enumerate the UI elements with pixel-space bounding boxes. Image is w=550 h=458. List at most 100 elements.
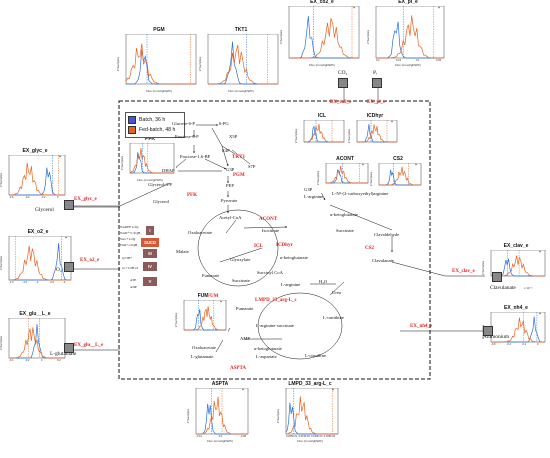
fedbatch-distribution (9, 162, 65, 196)
x-tick-label: -0.1 (218, 435, 223, 438)
histogram-panel-ex-o2-e: EX_o2_e# Samples*-1.0-1.5-2-2.5-3 (0, 229, 73, 290)
plot-frame (288, 6, 360, 59)
significance-star: * (539, 312, 541, 317)
legend-batch: Batch, 36 h (128, 115, 165, 124)
x-tick-label: 0.15 (396, 59, 402, 62)
cof-8: ADP (130, 285, 137, 289)
rxn-ex-clav: EX_clav_e (452, 269, 475, 274)
histogram-panel-cs2: CS2# Samples* (369, 156, 423, 195)
panel-title: EX_co2_e (310, 0, 334, 5)
fedbatch-distribution (376, 15, 444, 59)
metab-ornithine: L-ornithine (323, 315, 344, 320)
metab-aspartate: L-aspartate (256, 354, 277, 359)
histogram-svg (8, 318, 66, 359)
significance-star: * (438, 6, 440, 11)
rxn-ex-glu: EX_glu__L_e (74, 343, 104, 348)
metab-glycerol: Glycerol (153, 199, 170, 204)
ammonium-label: Ammonium (483, 334, 510, 340)
cof-4: Fum+1/2QH₂ (120, 243, 139, 247)
legend-fedbatch-label: Fed-batch, 48 h (139, 126, 176, 133)
batch-distribution (9, 243, 71, 281)
panel-title: PFK (145, 136, 155, 142)
cell-boundary (118, 100, 431, 380)
panel-xlabel: Flux (mmol/gDW/h) (146, 89, 172, 93)
rxn-pgm: PGM (233, 173, 245, 178)
plot-frame (8, 155, 66, 196)
metab-urea: Urea (332, 290, 341, 295)
legend: Batch, 36 h Fed-batch, 48 h (125, 112, 185, 138)
clavulanate-node (492, 272, 502, 282)
panel-title: EX_o2_e (27, 229, 49, 235)
cof-5: Q+2H⁺ (122, 256, 133, 260)
metab-g3p-2: G3P (304, 187, 313, 192)
rxn-ex-glyc: EX_glyc_e (74, 197, 97, 202)
metab-malate: Malate (176, 249, 189, 254)
panel-xlabel: Flux (mmol/gDW/h) (228, 89, 254, 93)
cof-2: NAD⁺+1/2QH₂ (120, 231, 142, 235)
metab-pyruvate: Pyruvate (221, 198, 238, 203)
histogram-panel-ex-co2-e: EX_co2_e# Samples*Flux (mmol/gDW/h) (279, 0, 361, 68)
rxn-ex-o2: EX_o2_e (80, 258, 100, 263)
metab-amp: AMP (240, 336, 250, 341)
complex-i: I (146, 226, 154, 235)
metab-akg-3: α-ketoglutarate (254, 346, 282, 351)
significance-star: * (59, 155, 61, 160)
cof-1: NADH+1/2Q (120, 225, 139, 229)
glutamate-ext-label: L-glutamate (50, 351, 77, 357)
rxn-ex-nh4: EX_nh4_e (410, 324, 433, 329)
panel-title: EX_glyc_e (22, 148, 48, 154)
metab-succinate: Succinate (232, 278, 250, 283)
significance-star: * (415, 163, 417, 168)
x-tick-label: 0.03 (317, 435, 323, 438)
fedbatch-distribution (379, 166, 421, 186)
rxn-acont: ACONT (259, 217, 278, 222)
rxn-lmpd: LMPD_33_arg-L_c (255, 298, 297, 303)
x-tick-label: -1.0 (9, 281, 14, 284)
metab-pep: PEP (226, 183, 234, 188)
x-tick-label: 0.02 (304, 435, 310, 438)
complex-sucd: SUCD (141, 238, 159, 247)
plot-frame (8, 236, 72, 281)
metab-larg: L-arginine (304, 194, 324, 199)
x-tick-label: 0.015 (298, 435, 306, 438)
metab-g3p: G3P (226, 167, 235, 172)
rxn-ex-co2: EX_co2_e (330, 100, 352, 105)
metab-glutamate: L-glutamate (191, 354, 214, 359)
x-tick-label: -3 (63, 281, 66, 284)
fedbatch-distribution (9, 245, 71, 281)
x-tick-label: 0.1 (416, 59, 420, 62)
panel-xlabel: Flux (mmol/gDW/h) (395, 63, 421, 67)
metab-isocitrate: Isocitrate (262, 228, 280, 233)
fedbatch-distribution (129, 147, 174, 174)
histogram-svg (303, 120, 345, 143)
plot-frame (303, 120, 345, 143)
significance-star: * (353, 6, 355, 11)
metab-acetyl-coa: Acetyl-CoA (219, 215, 242, 220)
fedbatch-distribution (286, 396, 338, 435)
glycerol-ext-label: Glycerol (35, 207, 54, 213)
panel-title: EX_glu__L_e (19, 311, 51, 317)
metab-succ-2: Succinate (336, 228, 354, 233)
metab-citrulline: L-citrulline (305, 353, 326, 358)
metab-g6p: Glucose-6-P (172, 121, 195, 126)
fedbatch-distribution (326, 165, 368, 184)
x-tick-label: 0.2 (376, 59, 380, 62)
metab-e4p: E4P (222, 148, 230, 153)
x-tick-label: -0.8 (491, 343, 496, 346)
metab-fumarate: Fumarate (202, 273, 220, 278)
histogram-svg (325, 163, 369, 184)
clav-xscale: x 10⁻³ (524, 286, 533, 290)
panel-title: CS2 (393, 156, 403, 162)
x-tick-label: 0.035 (323, 435, 331, 438)
metab-x5p: X5P (229, 134, 238, 139)
histogram-panel-icl: ICL# Samples (294, 113, 346, 152)
histogram-svg (195, 388, 249, 435)
rxn-tkt1: TKT1 (232, 155, 246, 160)
panel-title: ICDhyr (366, 113, 384, 119)
rxn-pfk: PFK (187, 193, 197, 198)
x-tick-label: -0.4 (506, 343, 511, 346)
